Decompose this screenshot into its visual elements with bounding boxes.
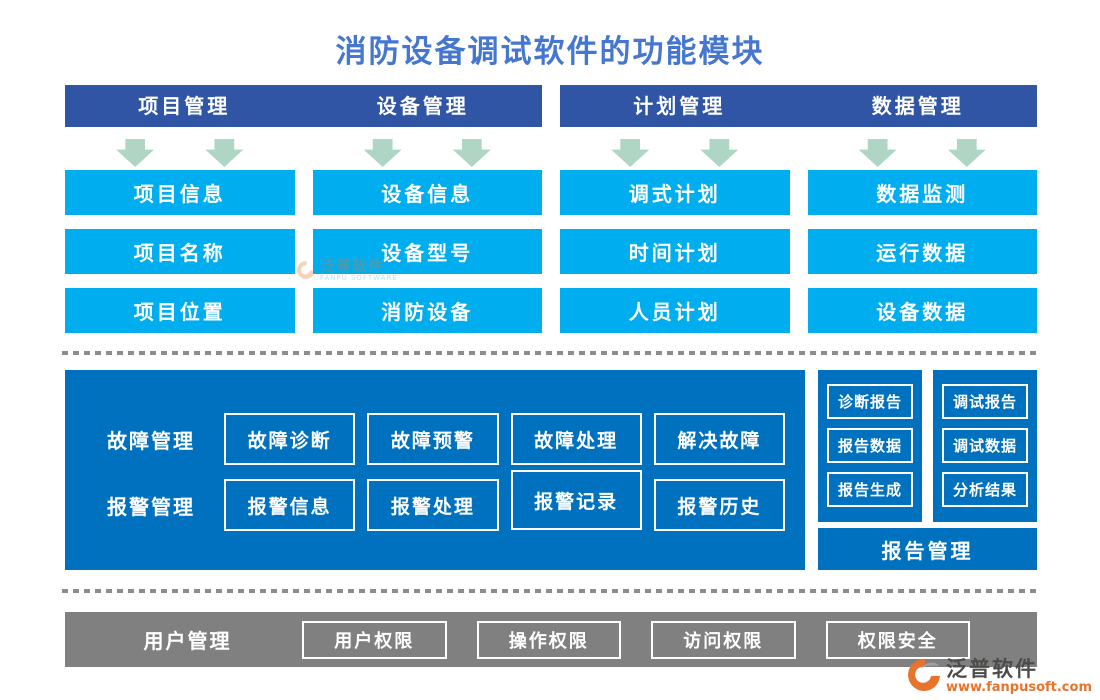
sub-module-box: 报警信息	[224, 479, 356, 531]
report-management-bar: 报告管理	[818, 528, 1037, 570]
arrow-pair	[65, 139, 295, 167]
report-box: 报告生成	[827, 472, 913, 507]
module-grid: 项目信息 设备信息 调式计划 数据监测 项目名称 设备型号 时间计划 运行数据 …	[65, 170, 1037, 333]
dashed-separator-bottom	[62, 589, 1040, 593]
report-section: 诊断报告 报告数据 报告生成 调试报告 调试数据 分析结果 报告管理	[818, 370, 1037, 570]
permission-box: 访问权限	[651, 620, 796, 659]
down-arrow-icon	[611, 139, 650, 167]
sub-module-box: 报警历史	[653, 479, 785, 531]
down-arrow-icon	[947, 139, 986, 167]
header-row: 项目管理 设备管理 计划管理 数据管理	[65, 85, 1037, 127]
watermark-name: 泛普软件	[320, 257, 385, 275]
page-title: 消防设备调试软件的功能模块	[335, 34, 765, 70]
module-box: 设备信息	[312, 170, 542, 215]
fault-management-row: 故障管理 故障诊断 故障预警 故障处理 解决故障	[90, 412, 785, 466]
module-box: 人员计划	[560, 288, 790, 333]
module-box: 数据监测	[807, 170, 1037, 215]
watermark-logo-icon	[297, 261, 315, 279]
module-box: 项目信息	[65, 170, 295, 215]
arrow-pair	[313, 139, 543, 167]
report-box: 调试数据	[942, 428, 1028, 463]
watermark-subtitle: FANPU SOFTWARE	[320, 273, 398, 282]
sub-module-box: 解决故障	[653, 413, 785, 465]
brand-footer: 泛普软件 www.fanpusoft.com	[906, 657, 1092, 696]
module-box: 运行数据	[807, 229, 1037, 274]
down-arrow-icon	[700, 139, 739, 167]
module-box: 项目名称	[65, 229, 295, 274]
brand-name: 泛普软件	[945, 656, 1038, 681]
arrow-row	[65, 139, 1037, 167]
module-box: 调式计划	[560, 170, 790, 215]
sub-module-box: 故障处理	[510, 413, 642, 465]
module-box: 消防设备	[312, 288, 542, 333]
arrow-pair	[808, 139, 1038, 167]
module-box: 项目位置	[65, 288, 295, 333]
header-label-data: 数据管理	[871, 94, 964, 118]
module-box: 设备数据	[807, 288, 1037, 333]
user-management-bar: 用户管理 用户权限 操作权限 访问权限 权限安全	[65, 612, 1037, 667]
sub-module-box: 报警记录	[510, 470, 642, 530]
permission-box: 权限安全	[825, 620, 970, 659]
row-label-fault: 故障管理	[107, 428, 195, 453]
brand-logo-icon	[907, 658, 940, 691]
header-label-project: 项目管理	[138, 94, 231, 118]
row-label-alarm: 报警管理	[107, 494, 195, 519]
header-label-equipment: 设备管理	[376, 94, 469, 118]
header-bar-right: 计划管理 数据管理	[560, 85, 1037, 127]
report-panel-right: 调试报告 调试数据 分析结果	[933, 370, 1037, 522]
module-box: 设备型号	[312, 229, 542, 274]
sub-module-box: 故障诊断	[224, 413, 356, 465]
report-box: 调试报告	[942, 384, 1028, 419]
report-panel-left: 诊断报告 报告数据 报告生成	[818, 370, 922, 522]
down-arrow-icon	[116, 139, 155, 167]
watermark: 泛普软件 FANPU SOFTWARE	[296, 258, 398, 282]
header-label-plan: 计划管理	[633, 94, 726, 118]
dashed-separator-top	[62, 351, 1040, 355]
down-arrow-icon	[363, 139, 402, 167]
down-arrow-icon	[452, 139, 491, 167]
alarm-management-row: 报警管理 报警信息 报警处理 报警记录 报警历史	[90, 470, 785, 532]
sub-module-box: 故障预警	[367, 413, 499, 465]
down-arrow-icon	[858, 139, 897, 167]
report-box: 诊断报告	[827, 384, 913, 419]
permission-box: 用户权限	[302, 620, 447, 659]
header-bar-left: 项目管理 设备管理	[65, 85, 542, 127]
module-box: 时间计划	[560, 229, 790, 274]
fault-alarm-management-panel: 故障管理 故障诊断 故障预警 故障处理 解决故障 报警管理 报警信息 报警处理 …	[65, 370, 805, 570]
report-box: 分析结果	[942, 472, 1028, 507]
sub-module-box: 报警处理	[367, 479, 499, 531]
arrow-pair	[560, 139, 790, 167]
down-arrow-icon	[205, 139, 244, 167]
row-label-user: 用户管理	[143, 629, 232, 653]
report-box: 报告数据	[827, 428, 913, 463]
brand-url: www.fanpusoft.com	[945, 680, 1092, 696]
permission-box: 操作权限	[476, 620, 621, 659]
